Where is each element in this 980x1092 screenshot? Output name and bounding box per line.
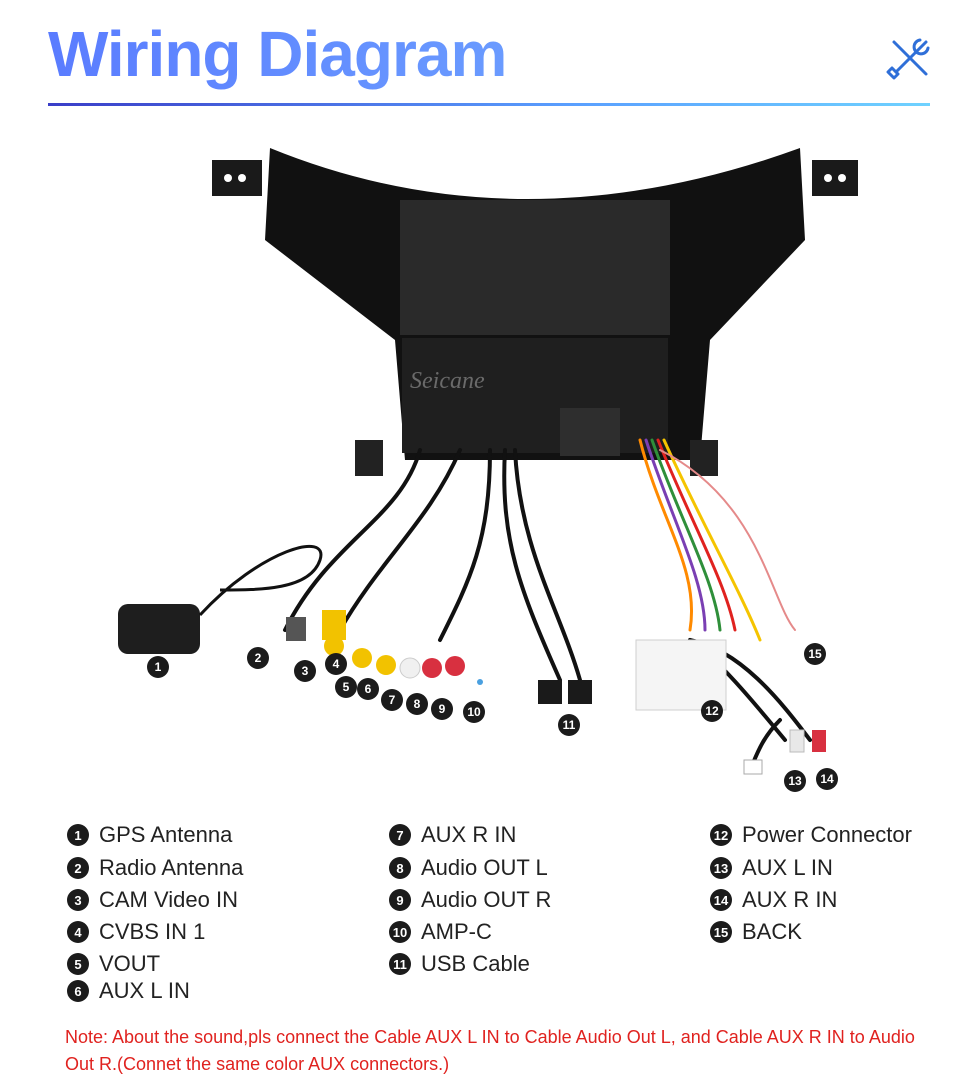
legend-label: CVBS IN 1 xyxy=(99,919,206,944)
callout-8: 8 xyxy=(406,693,428,715)
legend-item: 11 USB Cable xyxy=(389,951,530,977)
connectors xyxy=(286,610,826,775)
legend-item: 12 Power Connector xyxy=(710,822,912,848)
headunit-body xyxy=(212,148,858,476)
legend-number: 6 xyxy=(67,980,89,1002)
legend-number: 7 xyxy=(389,824,411,846)
legend-label: AUX L IN xyxy=(742,855,833,880)
legend-number: 12 xyxy=(710,824,732,846)
callout-2: 2 xyxy=(247,647,269,669)
callout-7: 7 xyxy=(381,689,403,711)
legend-label: BACK xyxy=(742,919,802,944)
legend-number: 15 xyxy=(710,921,732,943)
callout-11: 11 xyxy=(558,714,580,736)
legend-item: 4 CVBS IN 1 xyxy=(67,919,205,945)
legend-item: 10 AMP-C xyxy=(389,919,492,945)
tools-icon xyxy=(886,38,930,80)
callout-10: 10 xyxy=(463,701,485,723)
legend-item: 6 AUX L IN xyxy=(67,978,190,1004)
legend-item: 3 CAM Video IN xyxy=(67,887,238,913)
legend-number: 10 xyxy=(389,921,411,943)
callout-1: 1 xyxy=(147,656,169,678)
legend-item: 8 Audio OUT L xyxy=(389,855,548,881)
legend-number: 1 xyxy=(67,824,89,846)
legend-label: AUX R IN xyxy=(742,887,838,912)
watermark: Seicane xyxy=(410,368,485,394)
legend-number: 8 xyxy=(389,857,411,879)
callout-9: 9 xyxy=(431,698,453,720)
headunit-photo: Seicane xyxy=(118,148,858,775)
callout-5: 5 xyxy=(335,676,357,698)
callout-6: 6 xyxy=(357,678,379,700)
callout-4: 4 xyxy=(325,653,347,675)
legend-number: 4 xyxy=(67,921,89,943)
gps-module xyxy=(118,544,323,654)
legend-label: Audio OUT L xyxy=(421,855,548,880)
legend-item: 13 AUX L IN xyxy=(710,855,833,881)
legend-item: 14 AUX R IN xyxy=(710,887,837,913)
legend-label: USB Cable xyxy=(421,951,530,976)
legend-item: 15 BACK xyxy=(710,919,802,945)
legend-number: 5 xyxy=(67,953,89,975)
legend-label: AUX L IN xyxy=(99,978,190,1003)
callout-14: 14 xyxy=(816,768,838,790)
page-title: Wiring Diagram xyxy=(48,14,507,94)
legend-label: VOUT xyxy=(99,951,161,976)
callout-12: 12 xyxy=(701,700,723,722)
legend-item: 5 VOUT xyxy=(67,951,160,977)
legend-number: 3 xyxy=(67,889,89,911)
cable-bundle xyxy=(283,438,812,772)
legend-item: 9 Audio OUT R xyxy=(389,887,551,913)
callout-13: 13 xyxy=(784,770,806,792)
legend-label: CAM Video IN xyxy=(99,887,238,912)
legend-number: 2 xyxy=(67,857,89,879)
legend-number: 14 xyxy=(710,889,732,911)
legend-label: Power Connector xyxy=(742,822,912,847)
callout-15: 15 xyxy=(804,643,826,665)
legend-item: 1 GPS Antenna xyxy=(67,822,232,848)
wiring-note: Note: About the sound,pls connect the Ca… xyxy=(65,1027,915,1074)
title-underline xyxy=(48,103,930,106)
callout-3: 3 xyxy=(294,660,316,682)
legend-label: AMP-C xyxy=(421,919,492,944)
legend-label: AUX R IN xyxy=(421,822,517,847)
legend-item: 2 Radio Antenna xyxy=(67,855,243,881)
legend-item: 7 AUX R IN xyxy=(389,822,516,848)
legend-number: 9 xyxy=(389,889,411,911)
legend-number: 11 xyxy=(389,953,411,975)
legend-label: Audio OUT R xyxy=(421,887,552,912)
legend-number: 13 xyxy=(710,857,732,879)
legend-label: Radio Antenna xyxy=(99,855,244,880)
legend-label: GPS Antenna xyxy=(99,822,233,847)
